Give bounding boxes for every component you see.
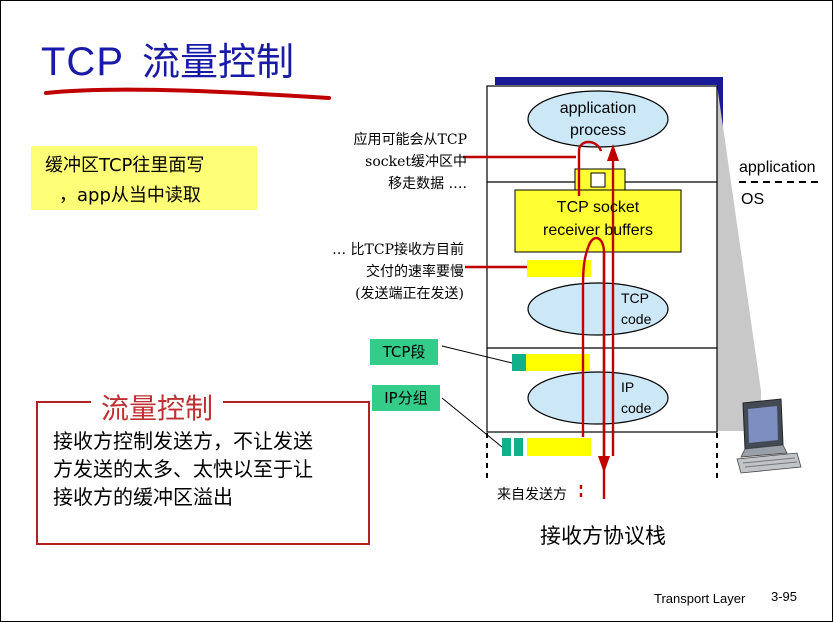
computer-icon [736, 398, 802, 474]
tcp-segment-header [512, 354, 526, 371]
ip-code-label-2: code [621, 400, 652, 416]
annotation-app-remove-1: 应用可能会从TCP [353, 132, 467, 148]
flow-control-title: 流量控制 [91, 387, 224, 427]
flow-control-line-1: 接收方控制发送方，不让发送 [53, 429, 313, 453]
annotation-slower-3: (发送端正在发送) [355, 286, 464, 302]
buffered-data-bar [527, 260, 591, 277]
application-process-label-1: application [559, 100, 637, 117]
footer-page: 3-95 [771, 589, 798, 604]
pointer-tcp-segment [441, 345, 513, 364]
tcp-code-ellipse [527, 282, 669, 336]
ip-packet-header-2 [514, 438, 523, 456]
ip-packet-label: IP分组 [372, 385, 440, 411]
tcp-code-label-2: code [621, 311, 652, 327]
app-read-loop [577, 140, 603, 196]
note-line-1: 缓冲区TCP往里面写 [45, 155, 205, 176]
projection-shadow [717, 85, 761, 431]
ip-packet-payload [527, 438, 591, 456]
footer-course: Transport Layer [654, 591, 746, 606]
note-box [31, 146, 257, 210]
socket-hole [590, 172, 606, 188]
tcp-segment-label: TCP段 [370, 339, 438, 365]
host-top-edge [495, 77, 723, 85]
tcp-buffers-label-2: receiver buffers [543, 222, 653, 239]
from-sender-label: 来自发送方 [497, 487, 567, 503]
ip-code-label-1: IP [621, 379, 635, 395]
annotation-slower-1: … 比TCP接收方目前 [332, 242, 464, 258]
data-up-path [581, 236, 606, 499]
receiver-stack-caption: 接收方协议栈 [540, 524, 666, 548]
annotation-slower-2: 交付的速率要慢 [366, 264, 464, 280]
slide-title: TCP 流量控制 [41, 31, 294, 86]
application-process-label-2: process [569, 122, 627, 139]
tcp-buffers-label-1: TCP socket [556, 199, 640, 216]
flow-control-line-2: 方发送的太多、太快以至于让 [53, 457, 313, 481]
flow-control-line-3: 接收方的缓冲区溢出 [53, 485, 233, 509]
title-underline [44, 87, 331, 100]
annotation-app-remove-2: socket缓冲区中 [365, 154, 467, 170]
side-os-label: OS [741, 191, 765, 208]
note-line-2: ，app从当中读取 [59, 185, 201, 206]
ip-code-ellipse [527, 371, 669, 425]
flow-arrowhead-top [607, 144, 619, 161]
ip-packet-header-1 [502, 438, 511, 456]
tcp-code-label-1: TCP [621, 290, 649, 306]
title-flow-control: 流量控制 [142, 40, 295, 84]
title-tcp: TCP [41, 40, 124, 84]
flow-arrowhead-down [598, 456, 610, 473]
side-application-label: application [739, 159, 816, 176]
tcp-receiver-buffers-box [514, 189, 682, 253]
pointer-ip-packet [441, 397, 503, 448]
annotation-app-remove-3: 移走数据 …. [388, 176, 467, 192]
tcp-segment-payload [526, 354, 590, 371]
